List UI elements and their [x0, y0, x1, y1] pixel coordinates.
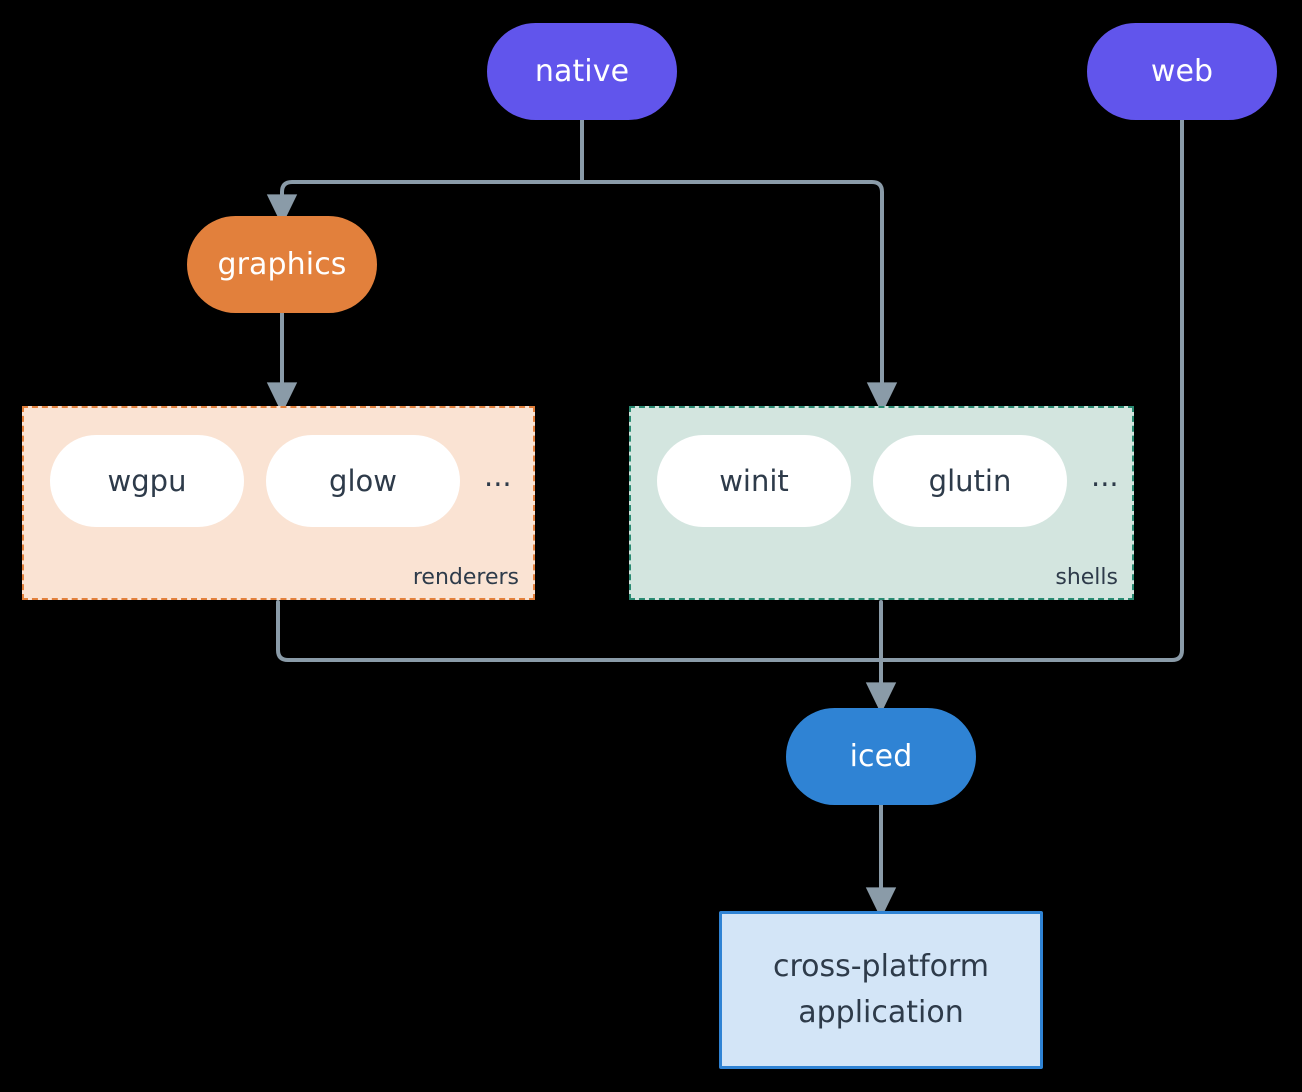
group-renderers[interactable]: wgpu glow ... renderers: [22, 406, 535, 600]
group-shells-title: shells: [1055, 565, 1118, 590]
node-native-label: native: [534, 53, 630, 89]
node-web-label: web: [1150, 53, 1214, 89]
edge-native-to-shells: [580, 180, 898, 414]
node-application-label-line1: cross-platform: [772, 948, 990, 984]
node-web[interactable]: web: [1087, 23, 1277, 120]
edge-renderers-to-iced: [276, 600, 883, 662]
edge-native-to-graphics: [266, 180, 584, 226]
node-graphics-label: graphics: [217, 246, 347, 282]
chip-glow[interactable]: glow: [266, 435, 460, 527]
group-renderers-title: renderers: [412, 565, 519, 590]
shells-overflow-ellipsis: ...: [1091, 459, 1119, 493]
node-application-label-line2: application: [798, 995, 964, 1030]
node-native[interactable]: native: [487, 23, 677, 120]
chip-wgpu[interactable]: wgpu: [50, 435, 244, 527]
node-graphics[interactable]: graphics: [187, 216, 377, 313]
group-shells-items: winit glutin ...: [657, 435, 1119, 527]
group-renderers-items: wgpu glow ...: [50, 435, 512, 527]
chip-glutin[interactable]: glutin: [873, 435, 1067, 527]
node-application[interactable]: cross-platform application: [719, 911, 1043, 1069]
chip-winit[interactable]: winit: [657, 435, 851, 527]
edge-web-to-iced: [879, 118, 1184, 662]
node-iced-label: iced: [849, 738, 913, 774]
renderers-overflow-ellipsis: ...: [484, 459, 512, 493]
group-shells[interactable]: winit glutin ... shells: [629, 406, 1134, 600]
node-iced[interactable]: iced: [786, 708, 976, 805]
